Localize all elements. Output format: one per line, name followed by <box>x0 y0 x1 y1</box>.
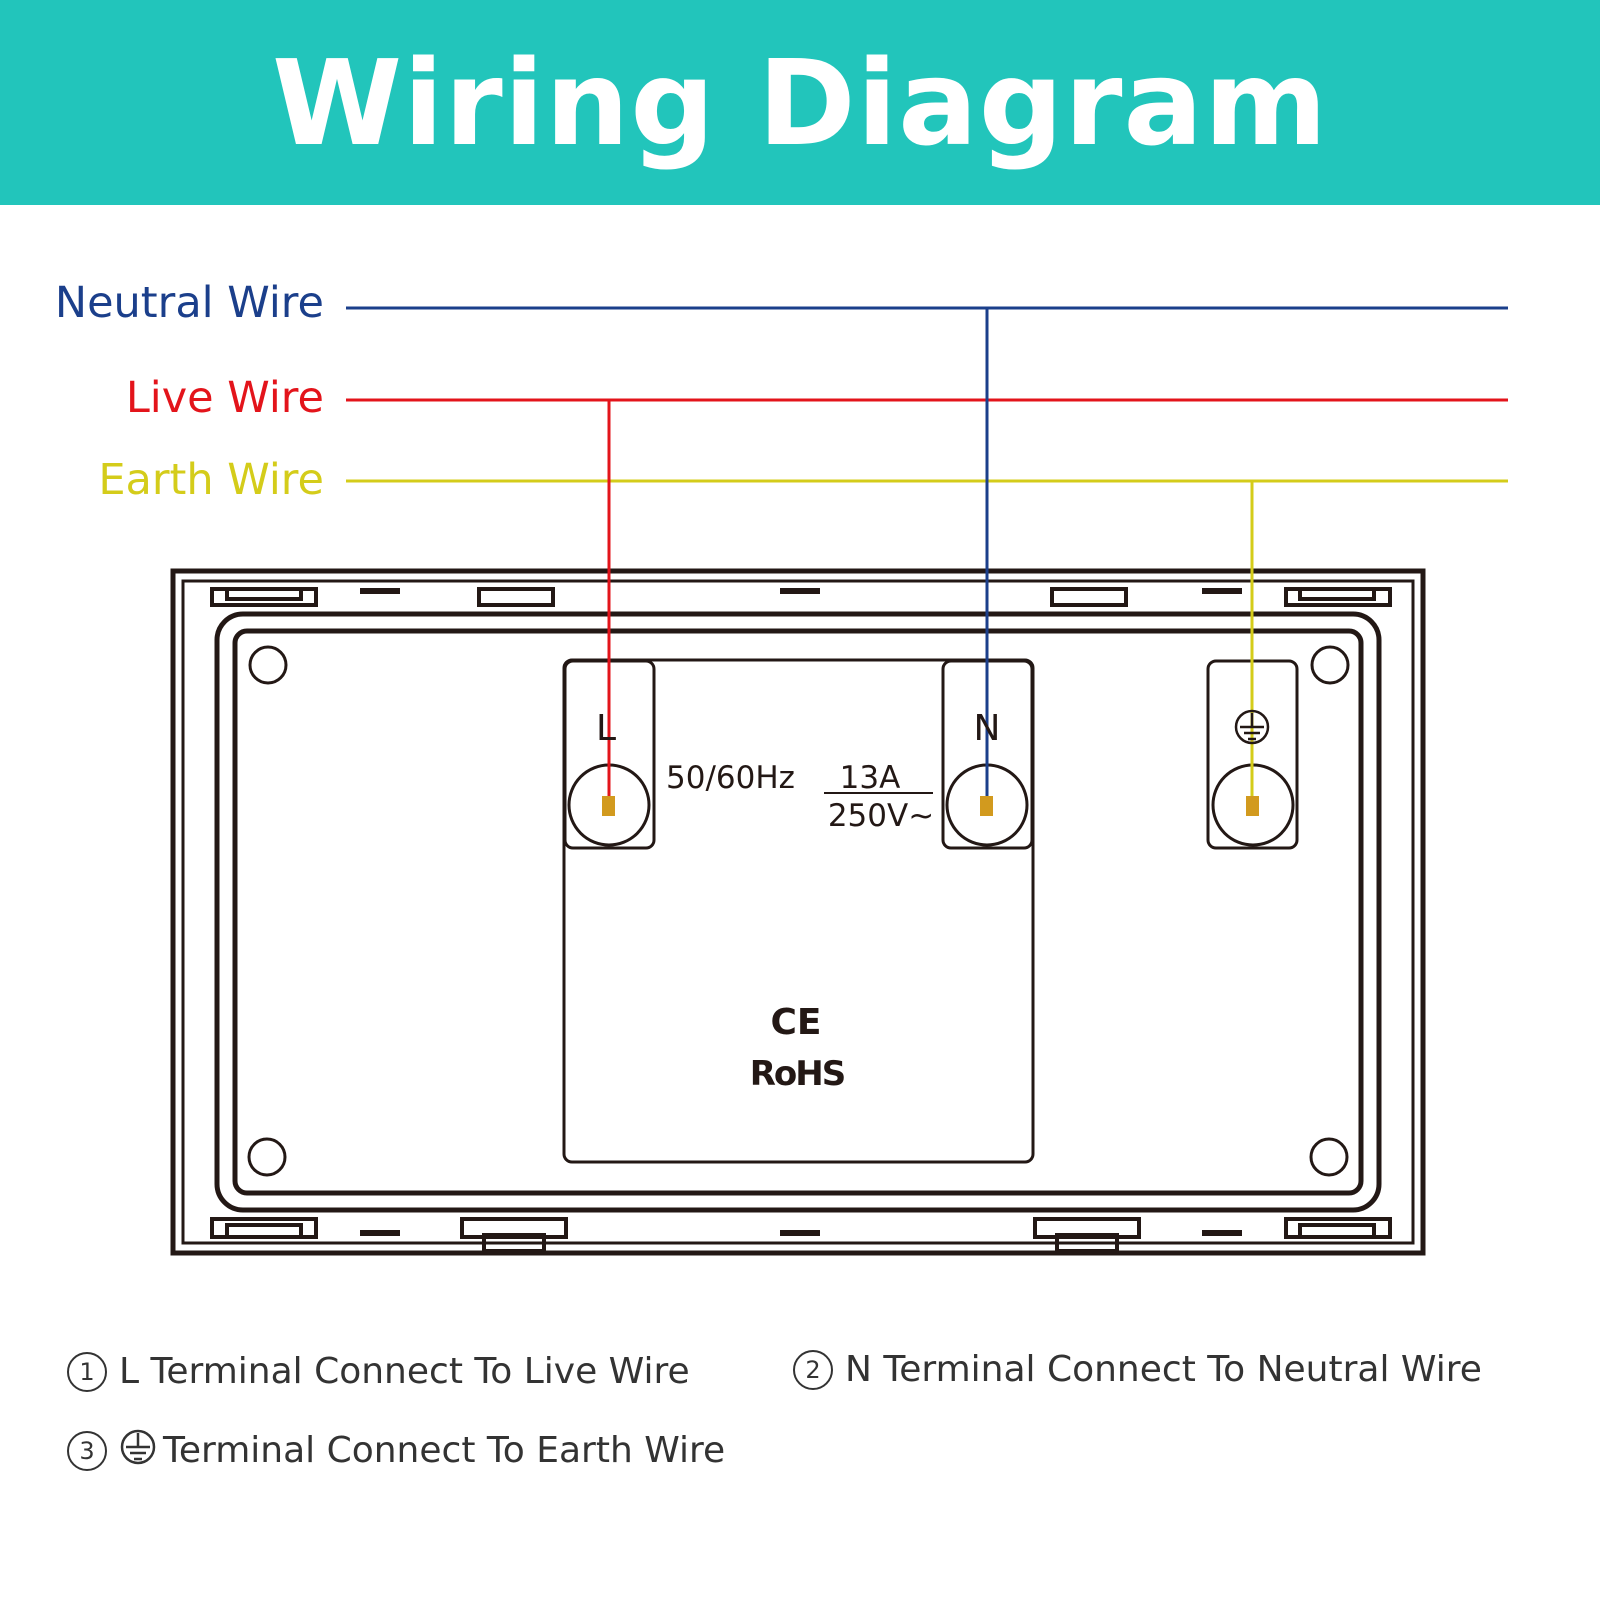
voltage-label: 250V~ <box>828 798 934 834</box>
screw-hole <box>1310 645 1350 685</box>
inner-frame <box>181 579 1415 1245</box>
legend-text: N Terminal Connect To Neutral Wire <box>845 1349 1482 1390</box>
inner-rim <box>214 611 1382 1213</box>
live-wire-label: Live Wire <box>125 373 324 423</box>
rohs-mark: RoHS <box>750 1054 844 1094</box>
legend-text: Terminal Connect To Earth Wire <box>163 1429 726 1471</box>
earth-connection-point <box>1246 796 1259 816</box>
bottom-clips <box>210 1217 1392 1253</box>
legend-number: 2 <box>793 1350 833 1390</box>
current-label: 13A <box>840 760 901 796</box>
frequency-label: 50/60Hz <box>666 760 795 796</box>
terminal-l-label: L <box>596 708 616 749</box>
wires <box>346 306 1508 805</box>
earth-ground-icon <box>1234 709 1270 745</box>
terminal-n-label: N <box>974 708 1001 749</box>
neutral-connection-point <box>980 796 993 816</box>
title-banner: Wiring Diagram <box>0 0 1600 205</box>
screw-hole <box>1309 1137 1349 1177</box>
inner-body <box>232 628 1364 1196</box>
page-title: Wiring Diagram <box>271 33 1329 172</box>
socket-back-plate <box>170 568 1426 1256</box>
terminal-module <box>562 658 1035 1164</box>
legend-number: 1 <box>67 1352 107 1392</box>
live-connection-point <box>602 796 615 816</box>
earth-wire-label: Earth Wire <box>98 455 324 505</box>
neutral-wire-label: Neutral Wire <box>54 278 324 328</box>
legend-text: L Terminal Connect To Live Wire <box>119 1351 690 1392</box>
legend-item-3: 3 Terminal Connect To Earth Wire <box>67 1428 725 1473</box>
top-clips <box>210 587 1392 607</box>
outer-frame <box>170 568 1426 1256</box>
ce-mark: CE <box>770 1002 821 1043</box>
earth-ground-icon <box>119 1428 157 1473</box>
screw-hole <box>247 1137 287 1177</box>
legend-item-1: 1 L Terminal Connect To Live Wire <box>67 1352 690 1392</box>
legend-number: 3 <box>67 1430 107 1471</box>
legend-item-2: 2 N Terminal Connect To Neutral Wire <box>793 1350 1482 1390</box>
screw-hole <box>248 645 288 685</box>
